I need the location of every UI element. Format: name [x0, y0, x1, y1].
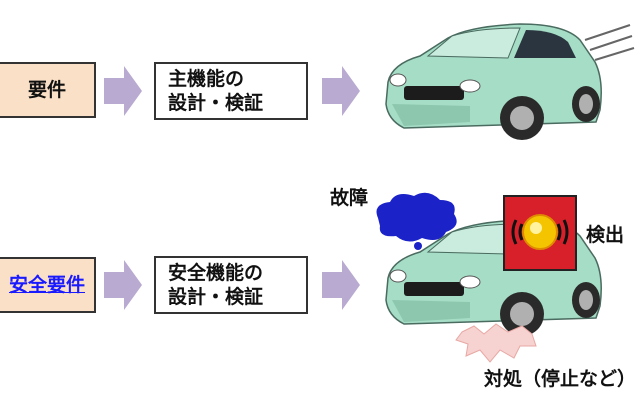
function-line-1: 主機能の — [168, 68, 245, 90]
function-line-2: 設計・検証 — [168, 286, 264, 308]
requirement-box: 要件 — [0, 62, 96, 118]
arrow-right-icon — [104, 66, 142, 116]
alarm-icon — [503, 195, 577, 271]
function-line-2: 設計・検証 — [168, 92, 264, 114]
detect-label: 検出 — [586, 224, 625, 246]
function-line-1: 安全機能の — [168, 262, 264, 284]
car-icon — [385, 23, 635, 140]
burst-icon — [455, 323, 537, 363]
safety-function-box: 安全機能の 設計・検証 — [154, 256, 308, 314]
cloud-icon — [376, 192, 457, 257]
response-label: 対処（停止など） — [484, 368, 637, 390]
fault-label: 故障 — [330, 187, 369, 209]
arrow-right-icon — [322, 66, 360, 116]
arrow-right-icon — [104, 260, 142, 310]
safety-requirement-link[interactable]: 安全要件 — [8, 274, 85, 296]
requirement-label: 要件 — [27, 79, 66, 101]
safety-requirement-box: 安全要件 — [0, 257, 96, 313]
main-function-box: 主機能の 設計・検証 — [154, 62, 308, 120]
arrow-right-icon — [322, 260, 360, 310]
